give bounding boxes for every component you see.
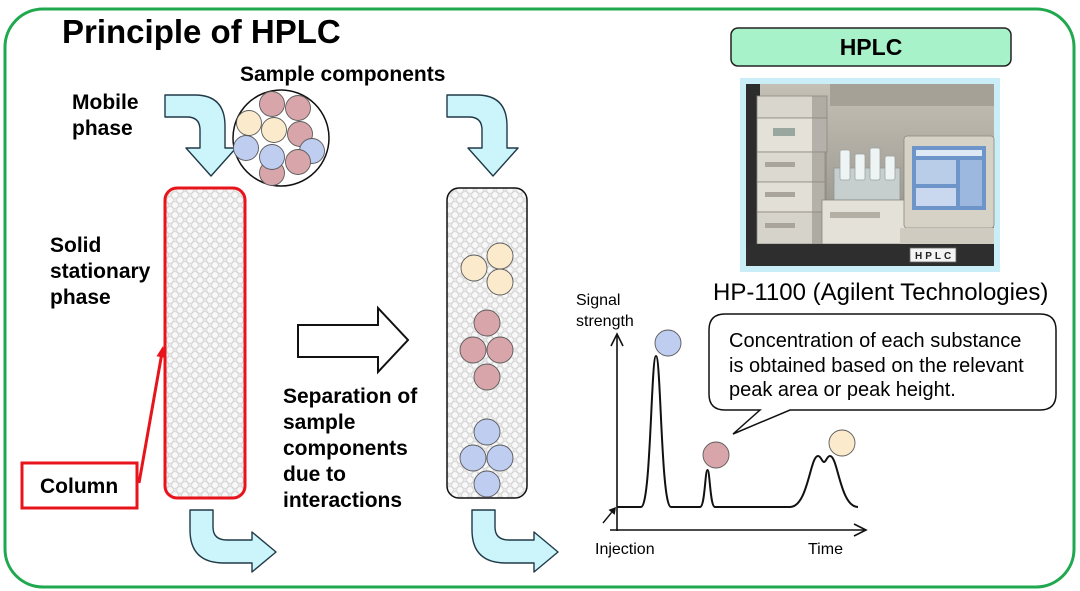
instrument-photo: HPLC <box>740 78 1000 272</box>
packed-column-after <box>446 187 528 499</box>
chromatogram-trace <box>617 354 859 508</box>
separation-label-line: Separation of <box>283 385 418 408</box>
hplc-label-plate <box>909 247 957 263</box>
monitor-base <box>900 228 994 244</box>
screen-panel <box>960 160 982 206</box>
component-blue <box>459 444 487 472</box>
band-cream <box>460 242 514 296</box>
photo-left-shadow <box>746 84 760 266</box>
injection-pointer-arrowhead <box>608 507 616 515</box>
callout-text-line: is obtained based on the relevant <box>729 355 1024 377</box>
column-label: Column <box>40 475 118 498</box>
chromatogram: Signal strength Injection Time <box>576 292 868 558</box>
autosampler-slot <box>830 212 880 218</box>
peak-marker-cream <box>828 429 856 457</box>
band-blue <box>459 418 514 498</box>
inlet-flow-arrow-column2 <box>446 94 519 177</box>
peak-marker-pink <box>702 441 730 469</box>
solvent-bottle <box>884 155 896 181</box>
column-pointer-line <box>137 355 163 484</box>
hplc-label-plate-text: HPLC <box>915 251 954 262</box>
solvent-bottle <box>839 149 851 181</box>
outlet-flow-arrow-column2 <box>471 509 559 573</box>
separation-process-arrow <box>297 305 410 375</box>
peak-marker-blue <box>654 329 682 357</box>
module-slot <box>765 223 795 228</box>
stationary-phase-label: Solid stationary phase <box>50 234 151 309</box>
column-body <box>446 187 528 499</box>
component-pink <box>459 336 487 364</box>
pump-display <box>773 128 795 136</box>
photo-shelf <box>830 84 994 106</box>
solvent-bottle <box>854 153 866 181</box>
screen-toolbar <box>916 150 982 156</box>
injection-pointer-line <box>602 511 613 524</box>
component-pink <box>285 149 311 175</box>
stationary-phase-label-line: stationary <box>50 260 151 283</box>
photo-bench <box>746 244 994 266</box>
injection-label: Injection <box>595 541 655 558</box>
page-title: Principle of HPLC <box>62 13 341 50</box>
y-axis-arrowhead <box>610 332 624 347</box>
component-blue <box>486 444 514 472</box>
component-cream <box>236 110 262 136</box>
screen-panel <box>916 160 956 184</box>
module-slot <box>765 162 795 167</box>
y-axis-label-line: Signal <box>576 292 620 309</box>
solvent-bottles <box>833 147 901 201</box>
x-axis-arrowhead <box>853 523 868 537</box>
callout-bubble <box>708 313 1057 435</box>
column-pointer-arrowhead <box>156 346 166 358</box>
component-pink <box>259 91 285 117</box>
component-blue <box>473 418 501 446</box>
separation-label-line: due to <box>283 463 346 486</box>
component-blue <box>259 144 285 170</box>
instrument-header-title: HPLC <box>840 34 903 60</box>
mobile-phase-label: Mobile phase <box>72 91 139 140</box>
autosampler-module <box>821 199 907 245</box>
component-pink <box>473 309 501 337</box>
instrument-caption: HP-1100 (Agilent Technologies) <box>713 279 1048 306</box>
column-label-box <box>20 461 139 510</box>
component-pink <box>285 95 311 121</box>
x-axis-label: Time <box>808 541 843 558</box>
separation-label: Separation of sample components due to i… <box>283 385 418 512</box>
computer-monitor <box>900 135 995 244</box>
module-slot <box>765 192 795 197</box>
screen-panel <box>916 188 956 206</box>
stationary-phase-label-line: phase <box>50 286 111 309</box>
separation-label-line: sample <box>283 411 355 434</box>
band-pink <box>459 309 514 391</box>
callout-text-line: Concentration of each substance <box>729 330 1021 352</box>
component-cream <box>460 254 488 282</box>
mobile-phase-label-line: Mobile <box>72 91 139 114</box>
hplc-module-stack <box>756 95 828 245</box>
sample-components-label: Sample components <box>240 63 445 86</box>
packed-column-before <box>163 186 247 500</box>
quantitation-callout: Concentration of each substance is obtai… <box>708 313 1057 435</box>
separation-label-line: components <box>283 437 408 460</box>
component-cream <box>486 268 514 296</box>
mobile-phase-label-line: phase <box>72 117 133 140</box>
component-cream <box>261 117 287 143</box>
stationary-phase-label-line: Solid <box>50 234 101 257</box>
solvent-bottle <box>869 147 881 181</box>
component-cream <box>486 242 514 270</box>
inlet-flow-arrow-column1 <box>164 94 237 177</box>
instrument-header-box <box>730 27 1012 67</box>
component-pink <box>486 336 514 364</box>
sample-mixture-bubble <box>232 89 330 187</box>
outlet-flow-arrow-column1 <box>189 509 277 573</box>
component-blue <box>233 135 259 161</box>
separation-label-line: interactions <box>283 489 402 512</box>
callout-text-line: peak area or peak height. <box>729 379 956 401</box>
y-axis-label-line: strength <box>576 313 634 330</box>
component-pink <box>473 363 501 391</box>
component-blue <box>473 470 501 498</box>
